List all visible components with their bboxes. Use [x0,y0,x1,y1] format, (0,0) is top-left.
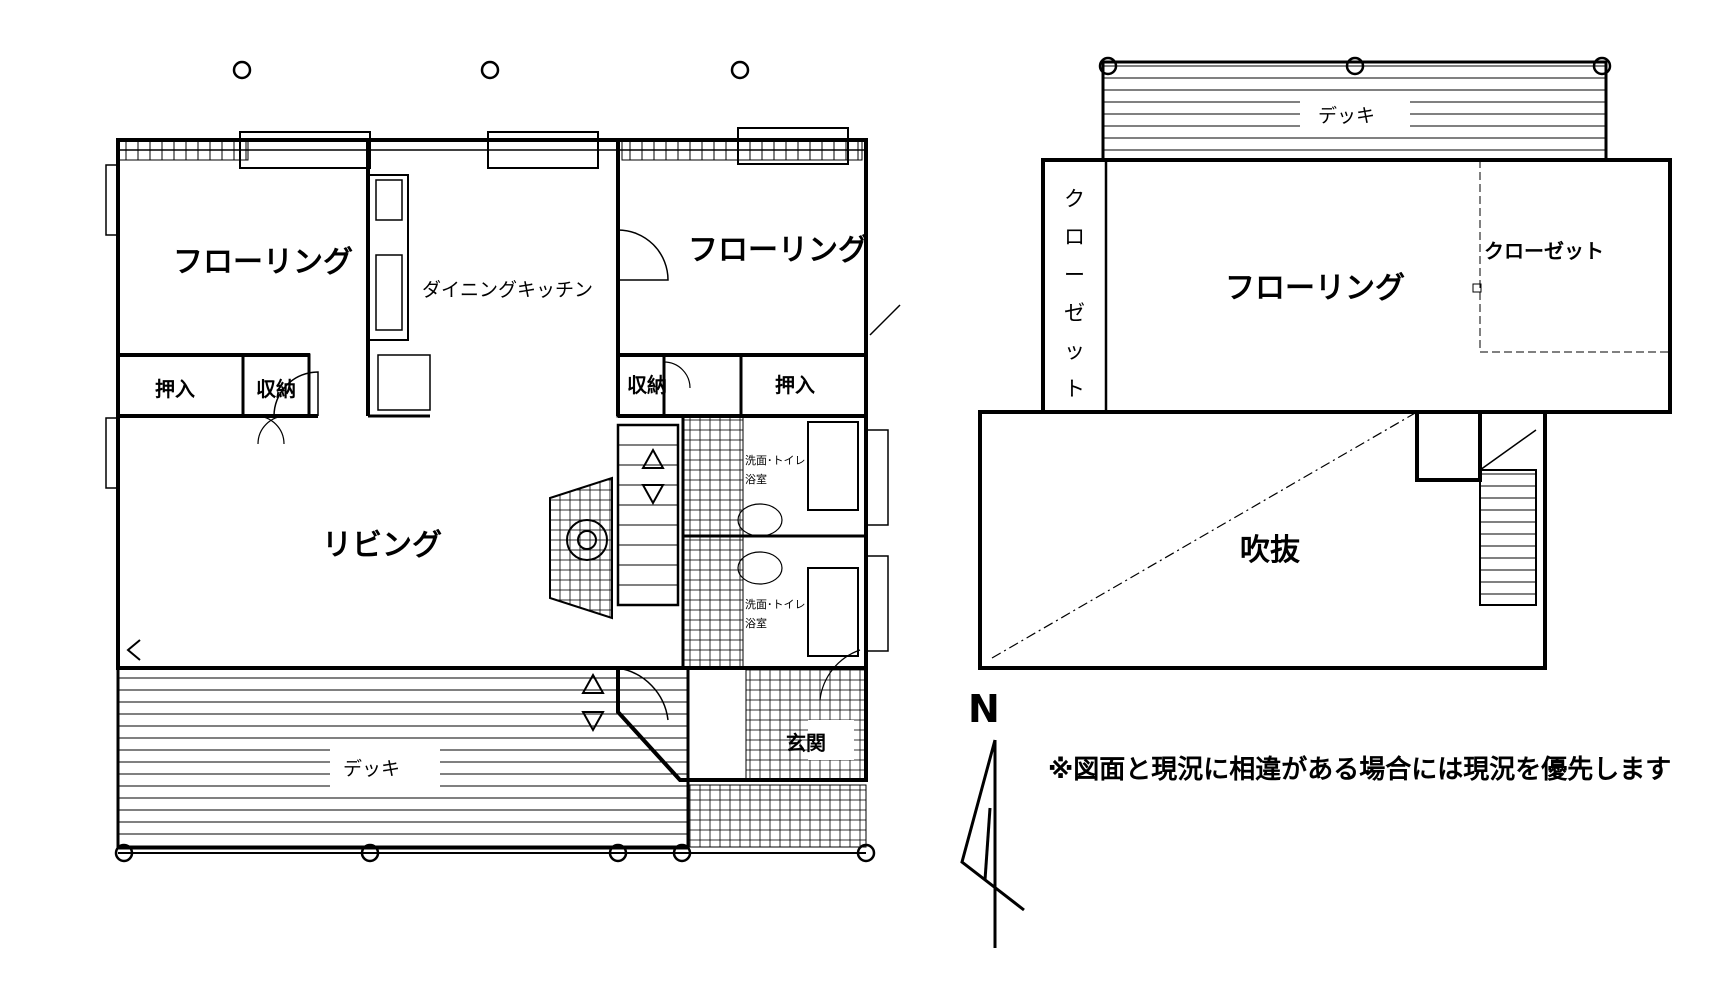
ground-floor [105,60,901,863]
room-east-label: フローリング [688,233,868,268]
bath-lower-label: 洗面･トイレ [745,598,806,611]
bath-upper-label: 洗面･トイレ [745,454,806,467]
column [232,60,252,80]
compass [960,739,1025,948]
closet-vertical-3: ゼ [1064,301,1085,325]
disclaimer-note: ※図面と現況に相違がある場合には現況を優先します [1048,754,1671,785]
column [480,60,500,80]
bath-lower-sub-label: 浴室 [745,616,767,630]
storage-east-label: 収納 [627,373,667,397]
closet-vertical-5: ト [1064,377,1085,401]
column [730,60,750,80]
entrance-label: 玄関 [786,731,826,755]
exterior-wall [116,138,868,670]
closet-upper-label: クローゼット [1484,239,1604,263]
upper-floor [978,56,1672,670]
closet-vertical-4: ッ [1064,339,1085,363]
deck-ground-label: デッキ [343,758,400,780]
dining-kitchen-label: ダイニングキッチン [422,279,593,301]
closet-vertical-1: ロ [1064,225,1085,249]
living-label: リビング [322,528,442,563]
bath-upper-sub-label: 浴室 [745,472,767,486]
room-upper-label: フローリング [1225,271,1405,306]
labels: フローリング ダイニングキッチン フローリング 押入 収納 収納 押入 洗面･ト… [155,105,1671,785]
closet-west-label: 押入 [155,377,195,401]
closet-vertical-2: ー [1064,263,1085,287]
closet-east-label: 押入 [775,373,815,397]
void-label: 吹抜 [1240,533,1300,568]
storage-west-label: 収納 [256,377,296,401]
closet-vertical-0: ク [1064,187,1085,211]
deck-upper-label: デッキ [1318,105,1375,127]
north-label: N [968,687,1000,731]
room-west-label: フローリング [173,245,353,280]
